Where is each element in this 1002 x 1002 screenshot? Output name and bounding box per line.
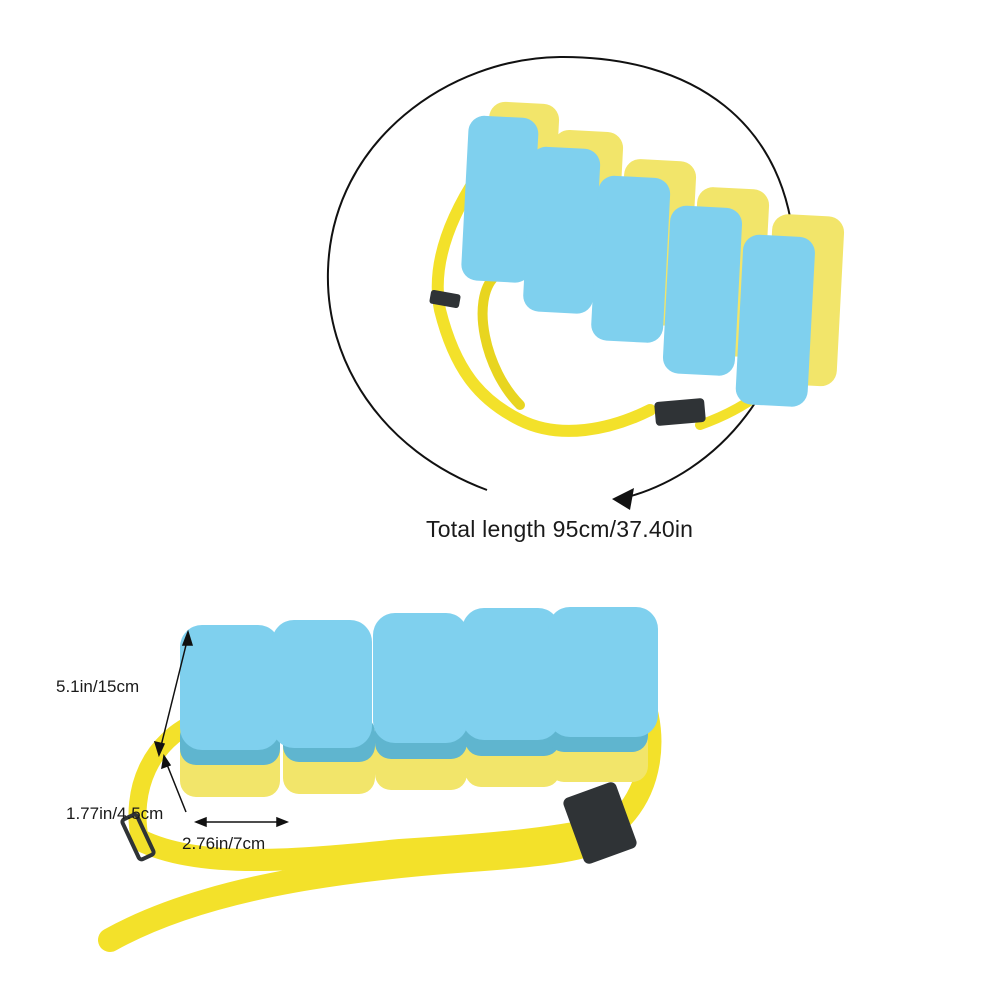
total-length-label: Total length 95cm/37.40in (426, 516, 694, 542)
top-foam-blocks (461, 101, 845, 407)
buckle-icon (563, 782, 637, 864)
buckle-icon (654, 398, 706, 426)
arrowhead-icon (193, 816, 207, 828)
arrowhead-icon (161, 754, 172, 770)
width-dimension-label: 2.76in/7cm (182, 834, 266, 853)
thickness-dimension-label: 1.77in/4.5cm (66, 804, 164, 823)
arrowhead-icon (181, 629, 194, 646)
slider-buckle-icon (120, 812, 156, 862)
arrowhead-icon (612, 488, 634, 510)
arrowhead-icon (276, 816, 290, 828)
arrowhead-icon (153, 740, 166, 758)
dimension-arrows (153, 629, 290, 828)
bottom-foam-blocks (180, 607, 658, 797)
height-dimension-label: 5.1in/15cm (56, 677, 140, 696)
slider-buckle-icon (429, 289, 461, 309)
